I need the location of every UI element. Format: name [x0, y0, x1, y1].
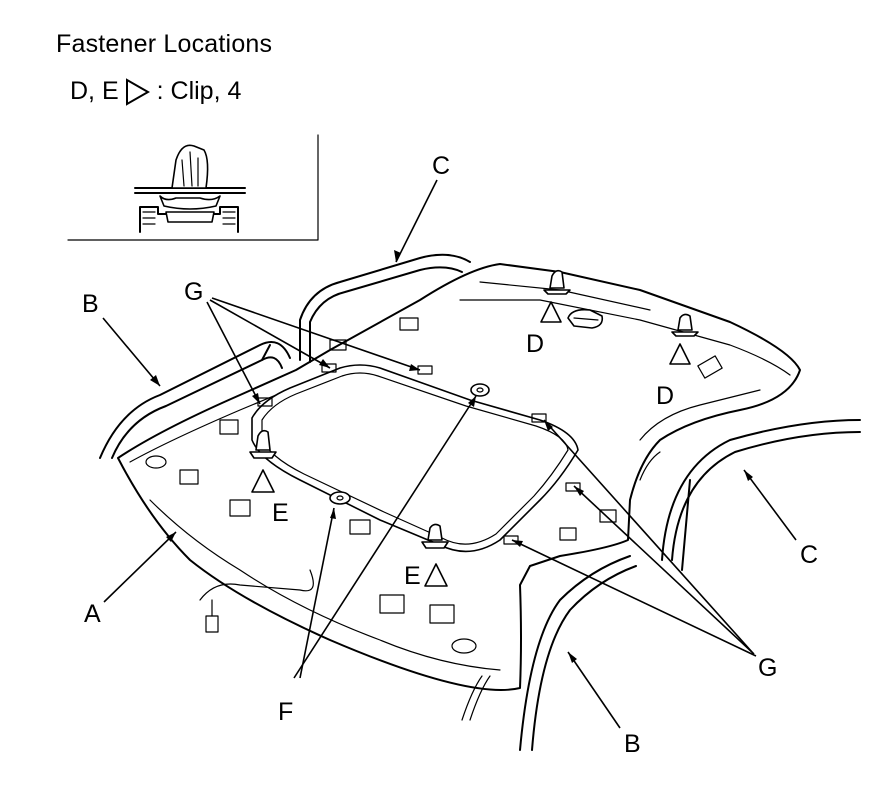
label-e-center: E [404, 562, 421, 590]
diagram-title: Fastener Locations [56, 30, 273, 58]
trim-molding-b-front [99, 341, 291, 459]
trim-molding-c-top [299, 253, 471, 363]
label-d-left: D [526, 330, 544, 358]
triangle-outline-icon [123, 77, 151, 106]
triangle-marker-e2 [424, 563, 448, 587]
label-b-front: B [82, 290, 99, 318]
label-c-right: C [800, 541, 818, 569]
label-b-rear: B [624, 730, 641, 758]
trim-molding-c-right [661, 419, 861, 571]
leader-lines [102, 179, 797, 729]
legend-suffix: : Clip, 4 [156, 77, 242, 105]
g-clip-slots [257, 363, 581, 545]
legend-prefix: D, E [70, 77, 119, 105]
triangle-marker-e1 [251, 469, 275, 493]
label-f: F [278, 698, 293, 726]
label-d-right: D [656, 382, 674, 410]
triangle-marker-d1 [540, 301, 562, 323]
f-mounts [329, 383, 490, 505]
label-a: A [84, 600, 101, 628]
label-e-left: E [272, 499, 289, 527]
fastener-legend: D, E : Clip, 4 [70, 77, 241, 106]
clip-markers [251, 301, 691, 587]
label-g-right: G [758, 654, 777, 682]
trim-molding-b-rear [519, 555, 637, 751]
clip-shapes [249, 269, 699, 549]
triangle-marker-d2 [669, 343, 691, 365]
clip-detail-inset [67, 134, 319, 241]
label-g-top: G [184, 278, 203, 306]
label-c-top: C [432, 152, 450, 180]
